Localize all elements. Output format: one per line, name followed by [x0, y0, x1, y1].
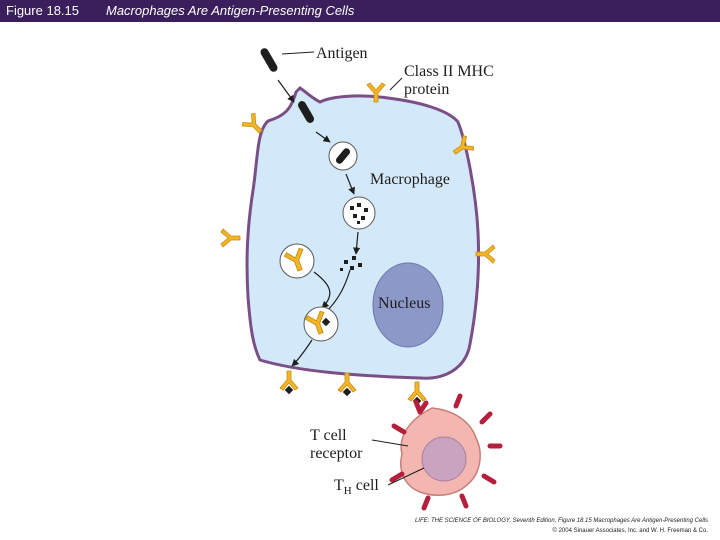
arrow-fragments [353, 231, 361, 255]
nucleus-label: Nucleus [378, 295, 430, 312]
antigen-rod [260, 48, 278, 72]
macrophage-label: Macrophage [370, 171, 450, 188]
macrophage-diagram: Antigen Class II MHC protein Macrophage … [220, 45, 503, 511]
pointer-tcr [371, 439, 409, 447]
arrow-to-vesicle-1 [315, 131, 331, 143]
tcr-label-line1: T cell [310, 427, 347, 444]
t-cell-receptor [391, 423, 407, 435]
mhc-protein [220, 228, 241, 248]
tcr-label-line2: receptor [310, 445, 363, 462]
figure-number: Figure 18.15 [6, 3, 79, 18]
title-bar: Figure 18.15 Macrophages Are Antigen-Pre… [0, 0, 720, 22]
macrophage-cell [245, 86, 481, 380]
pointer-th [387, 467, 425, 486]
nucleus [372, 262, 444, 348]
pointer-antigen [281, 51, 315, 55]
arrow-fusion [313, 271, 331, 309]
t-cell-receptor [389, 471, 405, 483]
peptide-fragments [340, 256, 362, 271]
antigen-rod-engulfed [298, 101, 314, 123]
antigen-arrow [277, 79, 295, 103]
t-cell-receptor [413, 399, 429, 415]
arrow-to-vesicle-2 [345, 173, 355, 195]
t-cell-receptor [421, 495, 431, 511]
mhc-label-line1: Class II MHC [404, 63, 494, 80]
vesicle-fragments [342, 196, 376, 230]
pointer-mhc [389, 77, 403, 91]
mhc-peptide-complex [337, 372, 357, 397]
t-cell-receptor [453, 393, 463, 409]
t-cell-receptor [481, 473, 497, 485]
vesicle-mhc-peptide [303, 306, 339, 342]
credit-line-2: © 2004 Sinauer Associates, Inc. and W. H… [552, 528, 709, 534]
antigen-label: Antigen [316, 45, 368, 62]
figure-title: Macrophages Are Antigen-Presenting Cells [106, 3, 355, 18]
th-cell-label: TH cell [334, 477, 379, 497]
mhc-label-line2: protein [404, 81, 449, 98]
t-cell-receptor [459, 493, 469, 509]
t-cell-nucleus [421, 436, 467, 482]
t-cell-receptor [479, 411, 493, 425]
credit-line-1: LIFE: THE SCIENCE OF BIOLOGY, Seventh Ed… [414, 518, 708, 524]
arrow-to-surface [291, 339, 313, 367]
mhc-peptide-complex [279, 370, 299, 395]
